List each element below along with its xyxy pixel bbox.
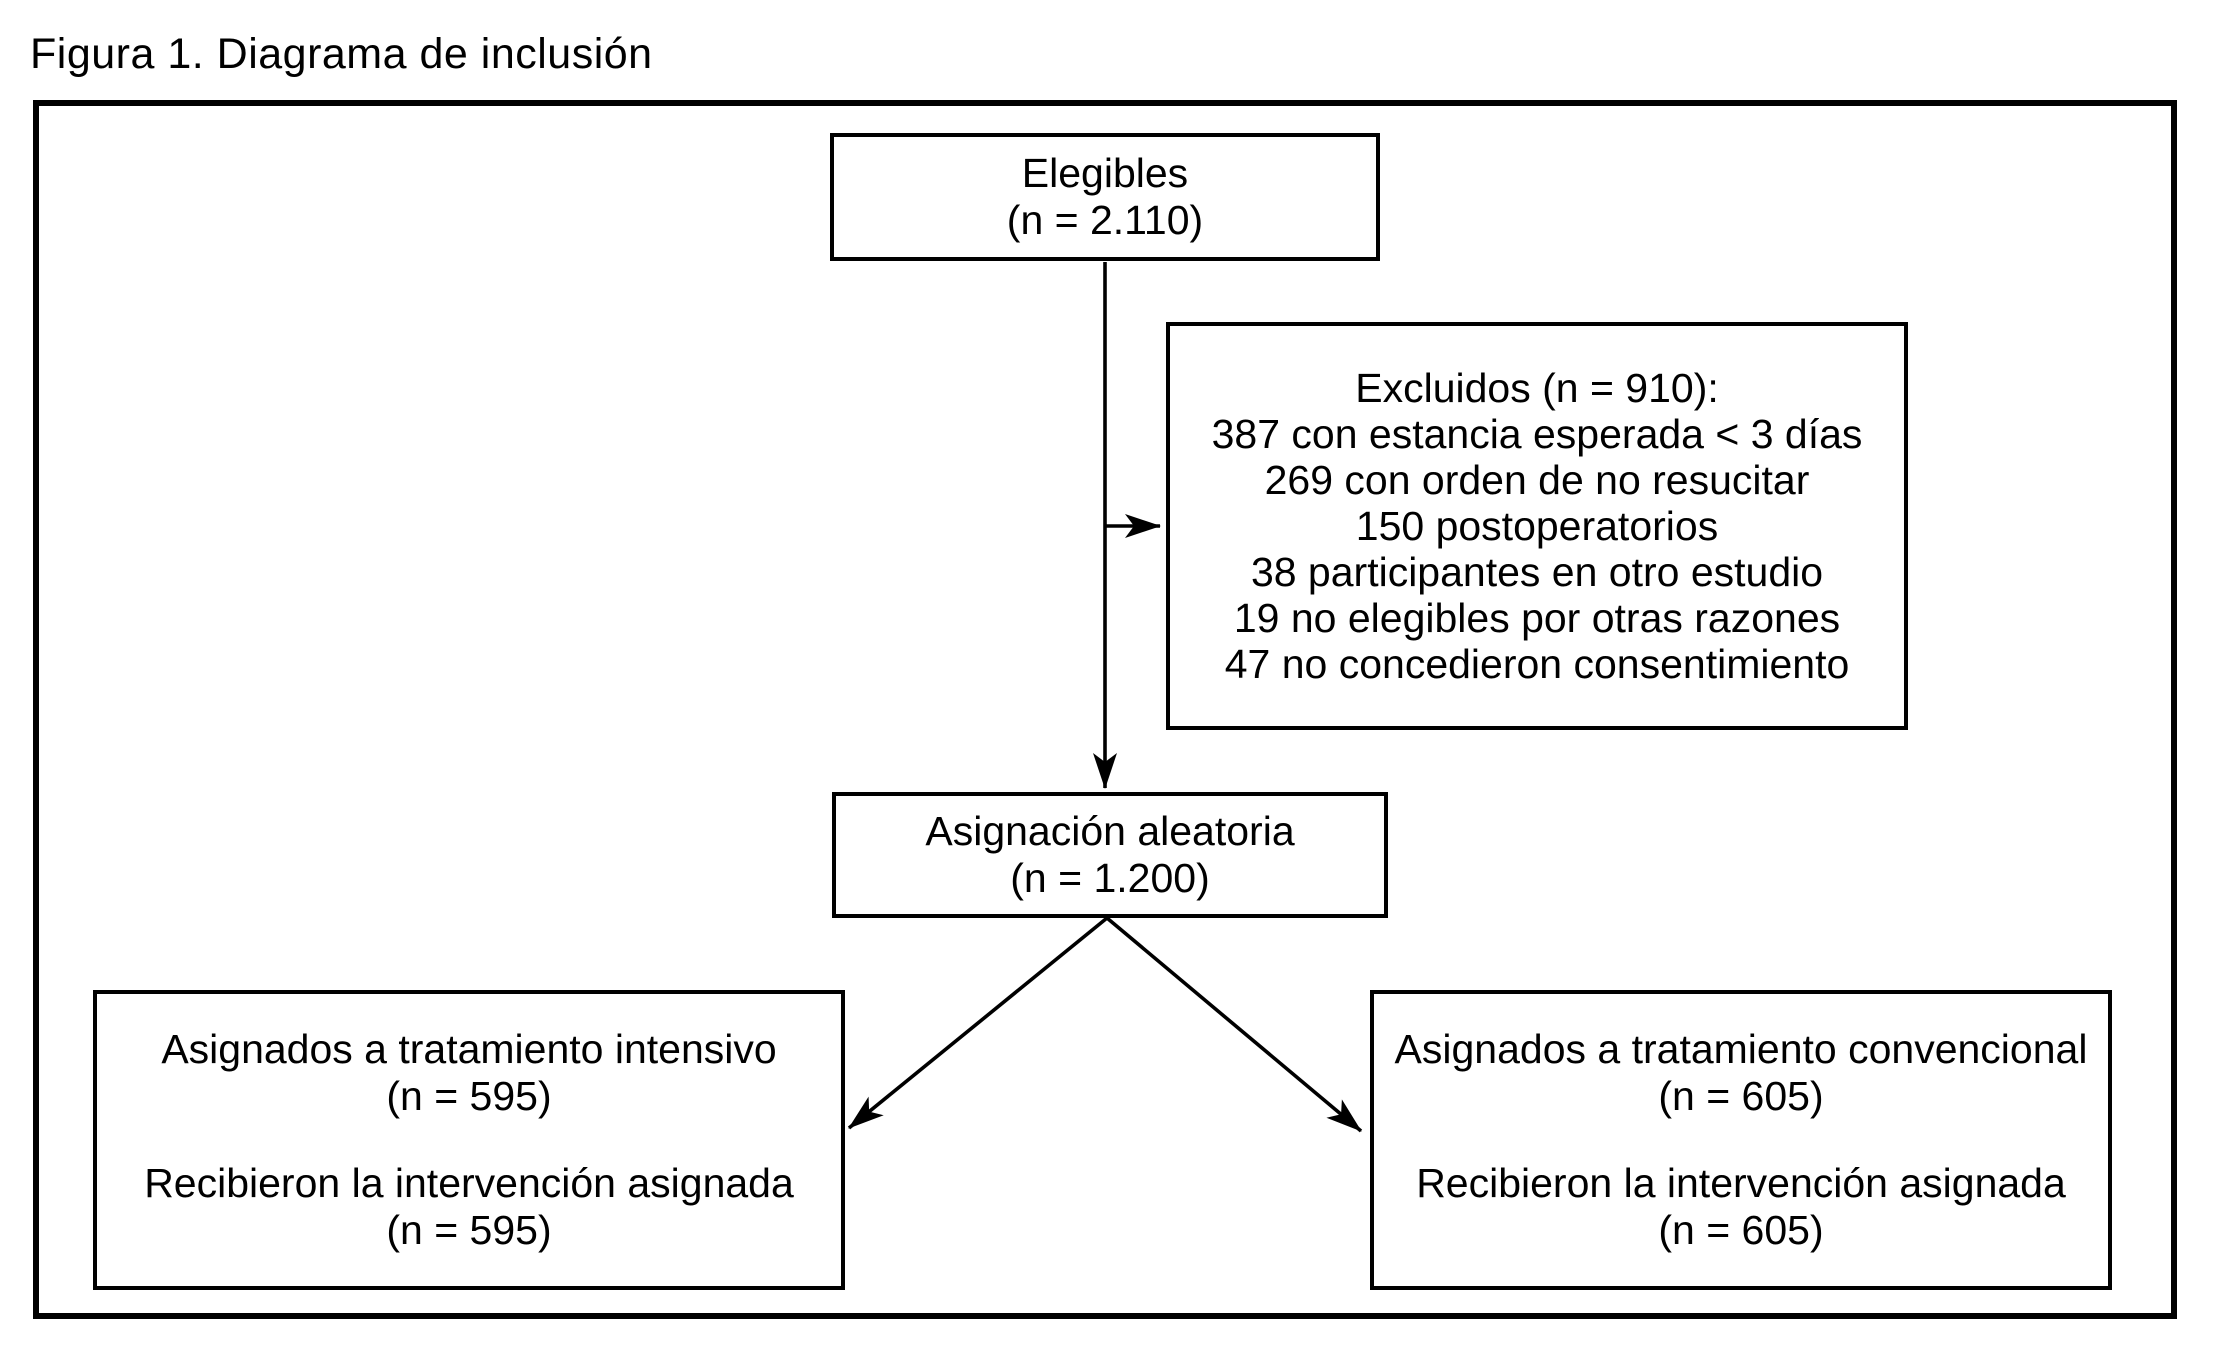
node-randomized-label: Asignación aleatoria xyxy=(925,808,1295,854)
node-intensive-received: Recibieron la intervención asignada (n =… xyxy=(144,1160,794,1254)
node-intensive-assigned-count: (n = 595) xyxy=(386,1073,552,1119)
node-intensive-assigned: Asignados a tratamiento intensivo (n = 5… xyxy=(161,1026,776,1120)
node-excluded-item: 269 con orden de no resucitar xyxy=(1264,457,1810,503)
node-excluded-item: 19 no elegibles por otras razones xyxy=(1233,595,1841,641)
node-conventional-assigned-label: Asignados a tratamiento convencional xyxy=(1394,1026,2088,1072)
node-eligible: Elegibles (n = 2.110) xyxy=(830,133,1380,261)
node-conventional-assigned: Asignados a tratamiento convencional (n … xyxy=(1395,1026,2088,1120)
node-conventional: Asignados a tratamiento convencional (n … xyxy=(1370,990,2112,1290)
node-intensive-received-count: (n = 595) xyxy=(386,1207,552,1253)
node-conventional-received: Recibieron la intervención asignada (n =… xyxy=(1416,1160,2066,1254)
node-randomized-count: (n = 1.200) xyxy=(1010,855,1210,901)
node-randomized: Asignación aleatoria (n = 1.200) xyxy=(832,792,1388,918)
node-excluded-item: 47 no concedieron consentimiento xyxy=(1224,641,1850,687)
node-excluded-header: Excluidos (n = 910): xyxy=(1355,365,1719,411)
node-intensive-assigned-label: Asignados a tratamiento intensivo xyxy=(161,1026,777,1072)
node-excluded-item: 387 con estancia esperada < 3 días xyxy=(1211,411,1863,457)
node-intensive-received-label: Recibieron la intervención asignada xyxy=(144,1160,794,1206)
node-excluded: Excluidos (n = 910): 387 con estancia es… xyxy=(1166,322,1908,730)
node-conventional-assigned-count: (n = 605) xyxy=(1658,1073,1824,1119)
node-eligible-count: (n = 2.110) xyxy=(1006,197,1204,243)
node-eligible-label: Elegibles xyxy=(1021,150,1189,196)
node-excluded-item: 150 postoperatorios xyxy=(1355,503,1719,549)
node-excluded-item: 38 participantes en otro estudio xyxy=(1250,549,1824,595)
node-conventional-received-label: Recibieron la intervención asignada xyxy=(1416,1160,2066,1206)
node-conventional-received-count: (n = 605) xyxy=(1658,1207,1824,1253)
figure-title: Figura 1. Diagrama de inclusión xyxy=(30,30,653,78)
node-intensive: Asignados a tratamiento intensivo (n = 5… xyxy=(93,990,845,1290)
